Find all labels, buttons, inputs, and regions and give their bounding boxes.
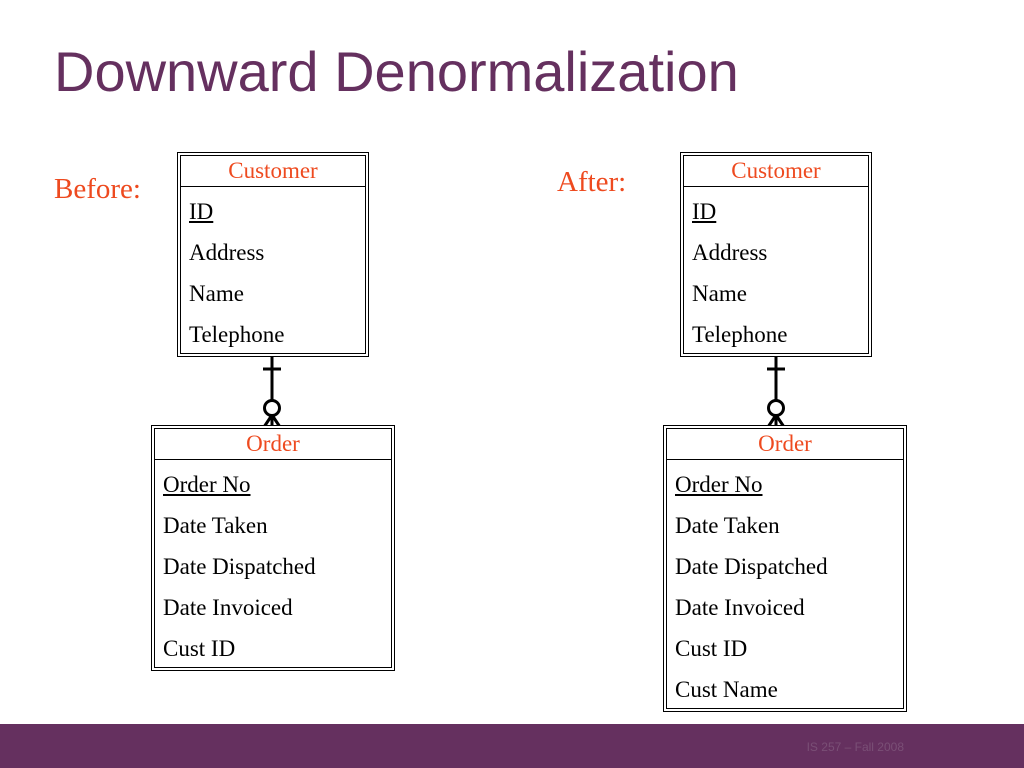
after-order-attribute: Cust ID <box>675 636 748 661</box>
before-order-attribute: Date Invoiced <box>163 595 293 620</box>
before-customer-attribute: Address <box>189 240 265 265</box>
after-order-attribute: Date Dispatched <box>675 554 828 579</box>
after-customer-entity-name: Customer <box>684 156 868 187</box>
footer-course-label: IS 257 – Fall 2008 <box>806 740 904 754</box>
before-customer-entity: Customer ID Address Name Telephone <box>177 152 369 357</box>
after-order-entity: Order Order No Date Taken Date Dispatche… <box>663 425 907 712</box>
after-label: After: <box>557 166 627 198</box>
before-customer-attribute: Name <box>189 281 244 306</box>
after-customer-primary-key: ID <box>692 199 717 224</box>
before-order-attribute: Cust ID <box>163 636 236 661</box>
before-one-to-many-connector <box>262 357 282 428</box>
before-customer-attribute-list: ID Address Name Telephone <box>181 187 365 355</box>
after-customer-attribute: Telephone <box>692 322 788 347</box>
footer-bar: IS 257 – Fall 2008 <box>0 724 1024 768</box>
after-customer-attribute: Name <box>692 281 747 306</box>
after-order-attribute: Date Taken <box>675 513 780 538</box>
after-customer-entity: Customer ID Address Name Telephone <box>680 152 872 357</box>
before-order-attribute: Date Taken <box>163 513 268 538</box>
after-order-attribute-list: Order No Date Taken Date Dispatched Date… <box>667 460 903 710</box>
after-customer-attribute-list: ID Address Name Telephone <box>684 187 868 355</box>
before-customer-entity-name: Customer <box>181 156 365 187</box>
before-order-entity: Order Order No Date Taken Date Dispatche… <box>151 425 395 671</box>
after-one-to-many-connector <box>766 357 786 428</box>
before-customer-primary-key: ID <box>189 199 214 224</box>
before-customer-attribute: Telephone <box>189 322 285 347</box>
slide-title: Downward Denormalization <box>54 40 739 103</box>
before-optional-circle-mark <box>263 399 281 417</box>
after-order-primary-key: Order No <box>675 472 763 497</box>
before-order-attribute: Date Dispatched <box>163 554 316 579</box>
before-order-primary-key: Order No <box>163 472 251 497</box>
after-optional-circle-mark <box>767 399 785 417</box>
before-order-entity-name: Order <box>155 429 391 460</box>
after-order-entity-name: Order <box>667 429 903 460</box>
before-label: Before: <box>54 173 141 205</box>
after-customer-attribute: Address <box>692 240 768 265</box>
after-order-attribute: Date Invoiced <box>675 595 805 620</box>
after-order-denormalized-attribute: Cust Name <box>675 677 778 702</box>
before-order-attribute-list: Order No Date Taken Date Dispatched Date… <box>155 460 391 669</box>
